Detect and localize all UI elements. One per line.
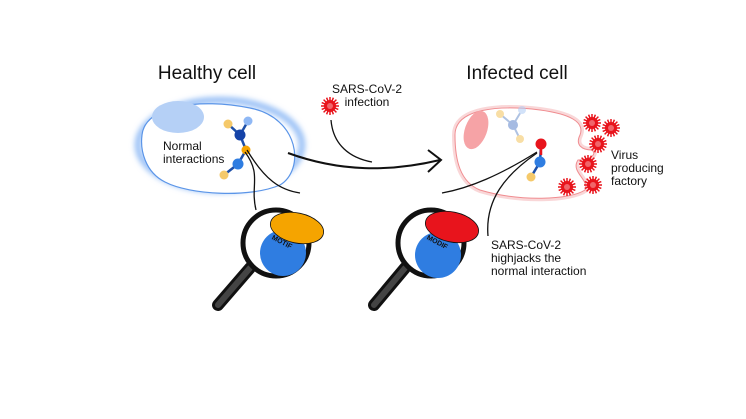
- faded-molecule: [496, 106, 526, 143]
- normal-interactions-label-1: Normal: [163, 139, 202, 153]
- hijacked-molecule: [526, 138, 547, 182]
- infected-cell: [451, 105, 597, 202]
- nucleus: [463, 110, 489, 150]
- healthy-cell: [135, 97, 305, 194]
- hijack-label-3: normal interaction: [491, 264, 586, 278]
- infection-arrow: [287, 119, 443, 173]
- virus-icon: [578, 154, 598, 174]
- factory-label-2: producing: [611, 161, 664, 175]
- hijack-label-2: highjacks the: [491, 251, 561, 265]
- virus-icon: [583, 175, 603, 195]
- normal-interactions-label-2: interactions: [163, 152, 224, 166]
- virus-icon: [320, 96, 340, 116]
- healthy-molecule: [219, 116, 253, 180]
- virus-icon: [582, 113, 602, 133]
- virus-icon: [588, 134, 608, 154]
- infection-label-2: infection: [345, 95, 390, 109]
- infected-cell-title: Infected cell: [466, 63, 567, 84]
- virus-icon: [557, 177, 577, 197]
- factory-label-3: factory: [611, 174, 647, 188]
- healthy-cell-title: Healthy cell: [158, 63, 256, 84]
- hijack-label-1: SARS-CoV-2: [491, 238, 561, 252]
- infection-label-1: SARS-CoV-2: [332, 82, 402, 96]
- nucleus: [152, 101, 204, 133]
- factory-label-1: Virus: [611, 148, 638, 162]
- infected-magnifier: MODIF: [368, 207, 479, 311]
- healthy-magnifier: MOTIF: [212, 207, 324, 311]
- virus-icon: [601, 118, 621, 138]
